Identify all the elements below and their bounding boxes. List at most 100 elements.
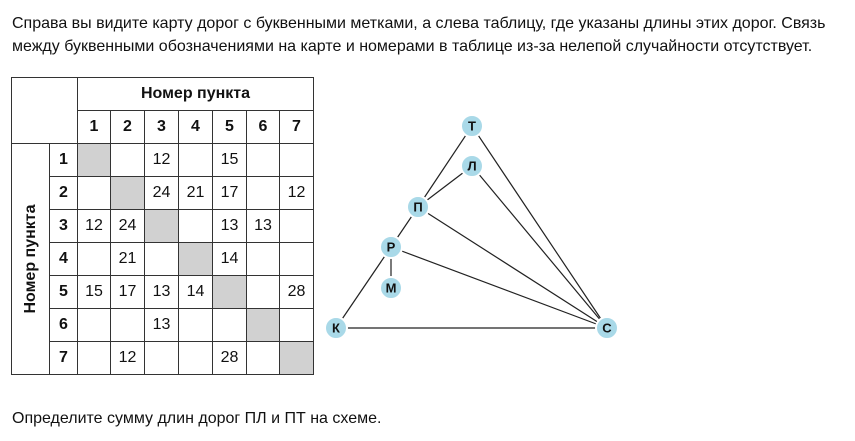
- column-number: 4: [178, 110, 213, 144]
- distance-cell: 15: [212, 143, 247, 177]
- distance-cell: [246, 242, 280, 276]
- node-circle: [324, 316, 348, 340]
- distance-cell: [144, 341, 179, 375]
- distance-cell: [178, 341, 213, 375]
- column-header-title: Номер пункта: [77, 77, 314, 111]
- distance-cell: [279, 308, 314, 342]
- distance-cell: [246, 341, 280, 375]
- distance-cell: 13: [246, 209, 280, 243]
- distance-cell: [77, 341, 111, 375]
- distance-cell: [77, 176, 111, 210]
- row-number: 6: [49, 308, 78, 342]
- map-node-R: Р: [379, 235, 403, 259]
- distance-cell: 14: [178, 275, 213, 309]
- table-row: 7 12 28: [12, 341, 314, 375]
- distance-cell: 21: [110, 242, 145, 276]
- distance-cell: 17: [110, 275, 145, 309]
- diagonal-cell: [110, 176, 145, 210]
- road-R-C: [390, 246, 608, 329]
- road-T-P: [417, 125, 473, 208]
- road-edges: [335, 125, 608, 329]
- distance-cell: [246, 143, 280, 177]
- column-number: 6: [246, 110, 280, 144]
- node-label: Л: [467, 159, 476, 174]
- distance-cell: 12: [144, 143, 179, 177]
- distance-cell: 21: [178, 176, 213, 210]
- distance-cell: [77, 308, 111, 342]
- distance-cell: 28: [212, 341, 247, 375]
- diagonal-cell: [279, 341, 314, 375]
- distance-cell: 12: [77, 209, 111, 243]
- distance-cell: 12: [279, 176, 314, 210]
- row-number: 2: [49, 176, 78, 210]
- distance-cell: [144, 242, 179, 276]
- distance-cell: 28: [279, 275, 314, 309]
- road-T-C: [471, 125, 608, 329]
- question-text: Определите сумму длин дорог ПЛ и ПТ на с…: [12, 410, 382, 427]
- node-label: К: [332, 321, 340, 336]
- distance-cell: [77, 242, 111, 276]
- node-circle: [406, 195, 430, 219]
- distance-cell: 17: [212, 176, 247, 210]
- distance-cell: 24: [110, 209, 145, 243]
- row-number: 4: [49, 242, 78, 276]
- node-circle: [460, 154, 484, 178]
- distance-cell: 13: [144, 275, 179, 309]
- column-number: 1: [77, 110, 111, 144]
- node-circle: [595, 316, 619, 340]
- map-node-P: П: [406, 195, 430, 219]
- node-circle: [379, 235, 403, 259]
- node-label: Р: [387, 240, 396, 255]
- diagonal-cell: [178, 242, 213, 276]
- map-node-L: Л: [460, 154, 484, 178]
- row-number: 7: [49, 341, 78, 375]
- row-header-text: Номер пункта: [21, 204, 39, 314]
- diagonal-cell: [246, 308, 280, 342]
- distance-cell: [110, 143, 145, 177]
- distance-cell: [279, 242, 314, 276]
- column-number: 2: [110, 110, 145, 144]
- distance-cell: [279, 209, 314, 243]
- row-number: 1: [49, 143, 78, 177]
- distance-cell: 14: [212, 242, 247, 276]
- distance-cell: 13: [144, 308, 179, 342]
- table-row: 4 21 14: [12, 242, 314, 276]
- distance-cell: [246, 275, 280, 309]
- road-map: Т Л П Р М К С: [324, 114, 619, 340]
- map-node-K: К: [324, 316, 348, 340]
- distance-cell: [212, 308, 247, 342]
- map-node-M: М: [379, 276, 403, 300]
- node-circle: [379, 276, 403, 300]
- distance-cell: [110, 308, 145, 342]
- intro-text: Справа вы видите карту дорог с буквенным…: [12, 15, 826, 55]
- distance-cell: 12: [110, 341, 145, 375]
- row-header-title: Номер пункта: [11, 143, 50, 375]
- node-label: Т: [468, 119, 476, 134]
- node-label: С: [602, 321, 612, 336]
- distance-cell: [178, 143, 213, 177]
- column-number: 5: [212, 110, 247, 144]
- road-nodes: Т Л П Р М К С: [324, 114, 619, 340]
- map-node-T: Т: [460, 114, 484, 138]
- diagonal-cell: [144, 209, 179, 243]
- diagonal-cell: [212, 275, 247, 309]
- diagonal-cell: [77, 143, 111, 177]
- table-corner: [11, 77, 78, 144]
- column-number: 7: [279, 110, 314, 144]
- column-number: 3: [144, 110, 179, 144]
- road-L-C: [471, 165, 608, 329]
- distance-cell: 13: [212, 209, 247, 243]
- road-R-K: [335, 246, 392, 329]
- table-row: Номер пункта 1 12 15: [11, 143, 314, 375]
- distance-cell: [178, 308, 213, 342]
- table-row: 6 13: [12, 308, 314, 342]
- row-number: 3: [49, 209, 78, 243]
- distance-cell: [246, 176, 280, 210]
- map-node-C: С: [595, 316, 619, 340]
- distance-cell: 15: [77, 275, 111, 309]
